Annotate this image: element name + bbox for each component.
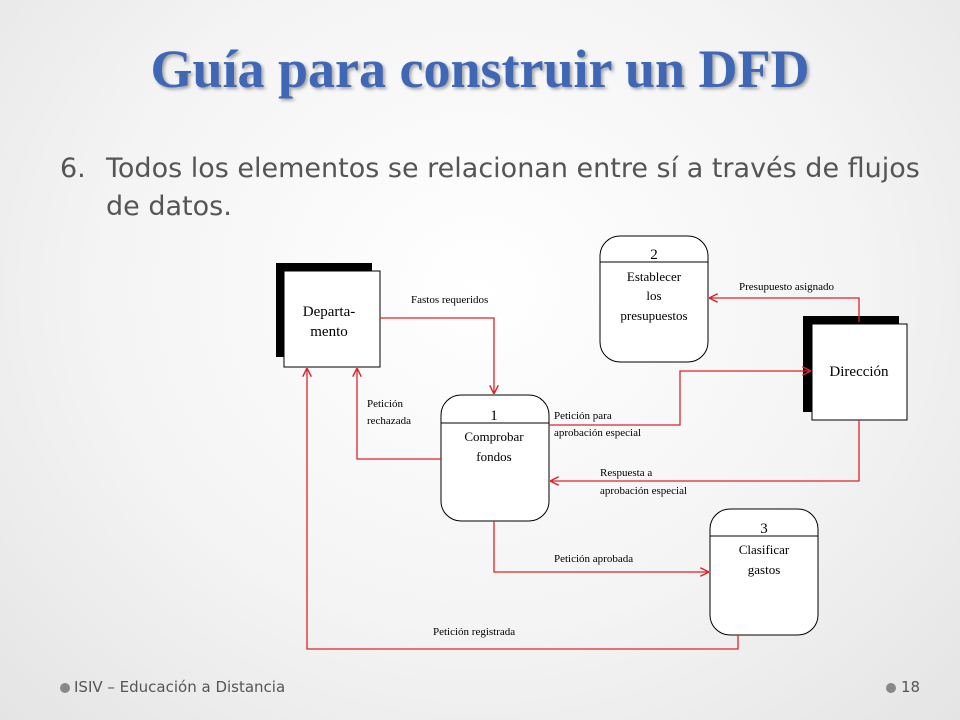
process-1-number: 1	[490, 408, 498, 424]
process-1: 1 Comprobar fondos	[440, 394, 550, 522]
process-1-line2: fondos	[476, 449, 511, 464]
process-3-number: 3	[760, 521, 768, 537]
label-respuesta-aprobacion-2: aprobación especial	[600, 485, 687, 497]
flow-presupuesto-asignado	[710, 298, 860, 322]
label-fastos-requeridos: Fastos requeridos	[411, 294, 488, 306]
entity-departamento-line1: Departa-	[303, 304, 355, 320]
process-1-line1: Comprobar	[464, 429, 524, 444]
flow-peticion-registrada	[307, 369, 739, 650]
label-peticion-aprobacion-1: Petición para	[554, 410, 612, 422]
entity-direccion-label: Dirección	[829, 364, 889, 380]
label-peticion-rechazada-1: Petición	[367, 398, 404, 410]
flow-peticion-rechazada	[357, 369, 441, 460]
label-respuesta-aprobacion-1: Respuesta a	[600, 467, 652, 479]
process-3: 3 Clasificar gastos	[709, 508, 819, 636]
entity-direccion: Dirección	[803, 316, 908, 421]
label-peticion-registrada: Petición registrada	[433, 626, 515, 638]
bullet-item: 6. Todos los elementos se relacionan ent…	[60, 150, 920, 226]
flow-respuesta-aprobacion	[551, 420, 860, 481]
label-peticion-aprobada: Petición aprobada	[554, 553, 633, 565]
flow-peticion-aprobacion	[549, 371, 810, 426]
footer-dot-left	[60, 683, 70, 693]
process-3-line2: gastos	[748, 562, 781, 577]
page-number: 18	[901, 678, 921, 696]
label-peticion-rechazada-2: rechazada	[367, 415, 411, 427]
label-peticion-aprobacion-2: aprobación especial	[554, 427, 641, 439]
flow-fastos-requeridos	[380, 317, 494, 393]
bullet-number: 6.	[60, 153, 86, 184]
entity-departamento: Departa- mento	[276, 263, 381, 368]
flow-peticion-aprobada	[493, 521, 708, 572]
label-presupuesto-asignado: Presupuesto asignado	[739, 281, 835, 293]
process-2: 2 Establecer los presupuestos	[599, 235, 709, 363]
footer-dot-right	[886, 683, 896, 693]
process-3-line1: Clasificar	[739, 542, 790, 557]
slide-title: Guía para construir un DFD	[150, 39, 810, 99]
entity-departamento-line2: mento	[310, 324, 348, 340]
process-2-line2: los	[646, 288, 661, 303]
process-2-line3: presupuestos	[620, 308, 687, 323]
footer-left-text: ISIV – Educación a Distancia	[74, 678, 286, 696]
bullet-text: Todos los elementos se relacionan entre …	[106, 153, 920, 222]
process-2-number: 2	[650, 247, 658, 263]
process-2-line1: Establecer	[627, 269, 682, 284]
